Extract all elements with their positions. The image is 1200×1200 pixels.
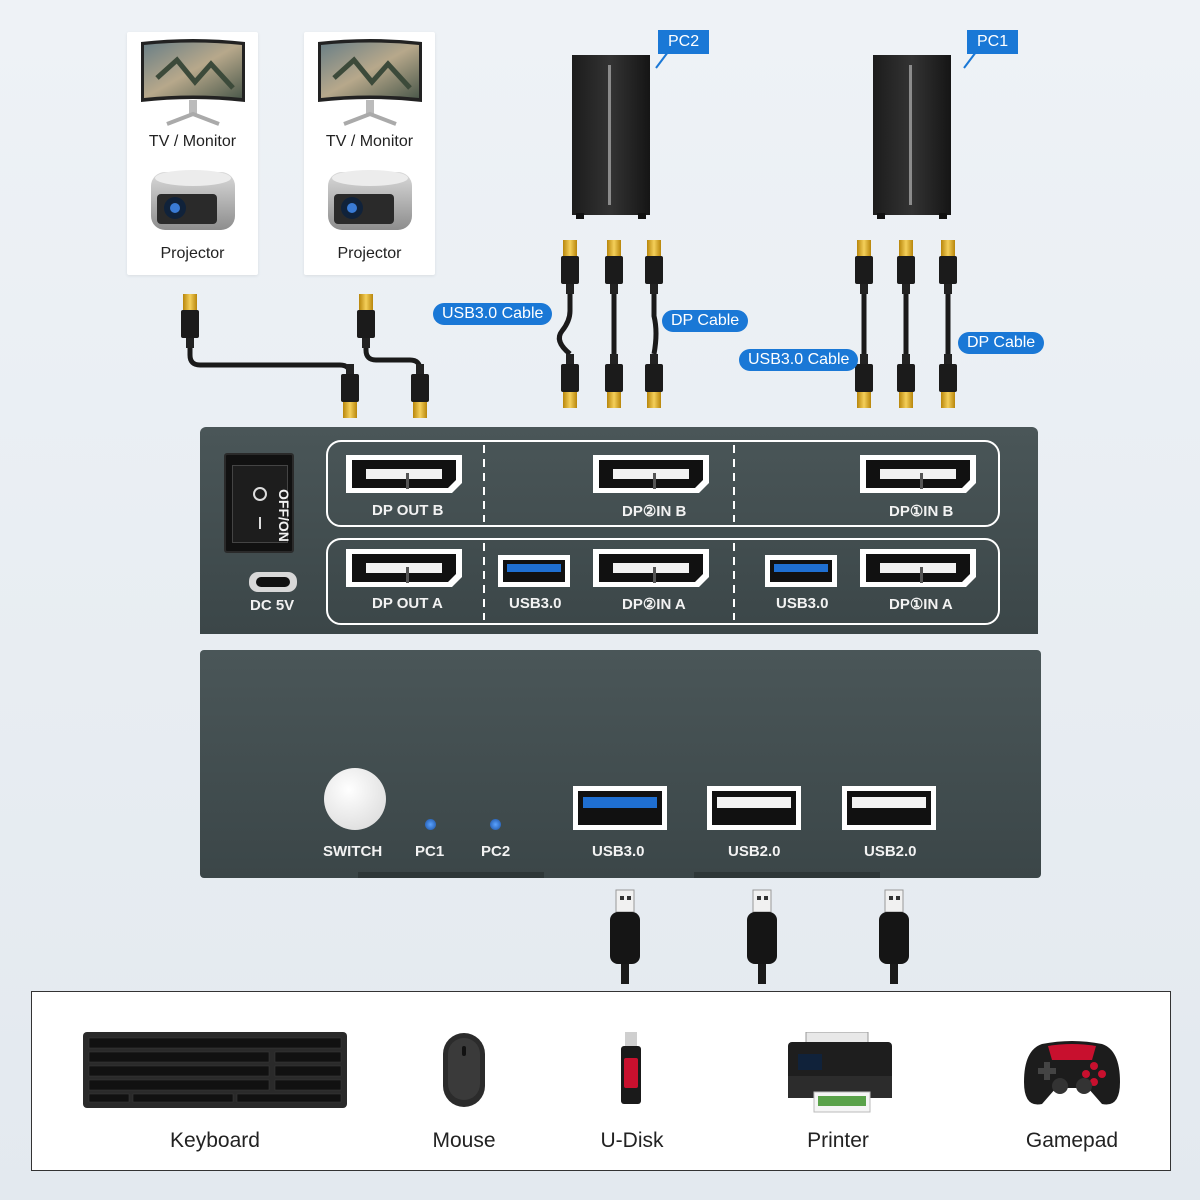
dp2-in-a-label: DP②IN A bbox=[622, 596, 686, 613]
monitor-label: TV / Monitor bbox=[325, 133, 414, 150]
projector-label: Projector bbox=[160, 245, 225, 262]
front-usb20-label-2: USB2.0 bbox=[864, 843, 917, 860]
dp-cable-tag-pc2: DP Cable bbox=[662, 310, 749, 332]
dp2-in-b-port[interactable] bbox=[593, 455, 713, 497]
switch-label: SWITCH bbox=[323, 843, 383, 860]
dp-out-b-port[interactable] bbox=[346, 455, 466, 497]
front-usb20-port-2[interactable] bbox=[842, 786, 936, 830]
front-panel: SWITCH PC1 PC2 USB3.0 USB2.0 USB2.0 bbox=[200, 650, 1041, 878]
pc2-led bbox=[490, 819, 501, 830]
usb30-port-pc1[interactable] bbox=[765, 555, 837, 587]
dc-jack[interactable] bbox=[249, 572, 297, 592]
rear-panel: OFF/ON DC 5V DP OUT B DP②IN B DP①IN B DP… bbox=[200, 427, 1038, 634]
foot bbox=[694, 872, 880, 878]
usb30-port-pc2[interactable] bbox=[498, 555, 570, 587]
monitor-icon bbox=[141, 39, 245, 126]
pc2-cables bbox=[556, 240, 663, 408]
projector-icon bbox=[328, 170, 412, 230]
power-symbol-icon bbox=[253, 487, 267, 529]
usb-cable-tag-pc2: USB3.0 Cable bbox=[433, 303, 553, 325]
dp1-in-a-port[interactable] bbox=[860, 549, 980, 591]
pc1-led-label: PC1 bbox=[415, 843, 445, 860]
gamepad-icon bbox=[1024, 1041, 1120, 1105]
u-disk-label: U-Disk bbox=[600, 1129, 664, 1152]
port-group-outlines bbox=[326, 440, 1000, 625]
pc1-led bbox=[425, 819, 436, 830]
dp-cable-tag-pc1: DP Cable bbox=[958, 332, 1045, 354]
projector-icon bbox=[151, 170, 235, 230]
dp-out-a-port[interactable] bbox=[346, 549, 466, 591]
front-usb30-label: USB3.0 bbox=[592, 843, 645, 860]
display-card-b: TV / Monitor Projector bbox=[127, 32, 258, 275]
power-switch[interactable] bbox=[224, 453, 294, 553]
usb-plug-cable bbox=[746, 889, 778, 985]
usb-plug-cable bbox=[609, 889, 641, 985]
pc2-tag-pointer bbox=[655, 51, 669, 69]
dp-out-b-label: DP OUT B bbox=[372, 502, 444, 519]
monitor-label: TV / Monitor bbox=[148, 133, 237, 150]
dp2-in-a-port[interactable] bbox=[593, 549, 713, 591]
projector-label: Projector bbox=[337, 245, 402, 262]
printer-label: Printer bbox=[807, 1129, 869, 1152]
dp1-in-b-port[interactable] bbox=[860, 455, 980, 497]
mouse-label: Mouse bbox=[432, 1129, 496, 1152]
front-usb20-port-1[interactable] bbox=[707, 786, 801, 830]
dp-out-a-label: DP OUT A bbox=[372, 595, 443, 612]
printer-icon bbox=[788, 1032, 892, 1113]
pc-tower-icon bbox=[572, 55, 650, 219]
front-usb30-port[interactable] bbox=[573, 786, 667, 830]
gamepad-label: Gamepad bbox=[1025, 1129, 1119, 1152]
usb30-label-pc2: USB3.0 bbox=[509, 595, 562, 612]
usb30-label-pc1: USB3.0 bbox=[776, 595, 829, 612]
pc1-tag: PC1 bbox=[967, 30, 1019, 54]
dp1-in-a-label: DP①IN A bbox=[889, 596, 953, 613]
switch-button[interactable] bbox=[324, 768, 386, 830]
usb-cable-tag-pc1: USB3.0 Cable bbox=[739, 349, 859, 371]
pc1-tag-pointer bbox=[963, 51, 977, 69]
pc1-cables bbox=[855, 240, 957, 408]
pc2-tag: PC2 bbox=[658, 30, 710, 54]
dp-output-cables bbox=[181, 294, 429, 418]
peripherals-box: Keyboard Mouse U-Disk Printer Gamepad bbox=[31, 991, 1171, 1171]
monitor-icon bbox=[318, 39, 422, 126]
dp1-in-b-label: DP①IN B bbox=[889, 503, 954, 520]
front-usb20-label-1: USB2.0 bbox=[728, 843, 781, 860]
keyboard-icon bbox=[83, 1032, 347, 1108]
usb-plug-cable bbox=[878, 889, 910, 985]
usb-drive-icon bbox=[621, 1032, 641, 1104]
dp2-in-b-label: DP②IN B bbox=[622, 503, 687, 520]
foot bbox=[358, 872, 544, 878]
pc-tower-icon bbox=[873, 55, 951, 219]
pc2-led-label: PC2 bbox=[481, 843, 511, 860]
dc-label: DC 5V bbox=[250, 597, 295, 614]
display-card-a: TV / Monitor Projector bbox=[304, 32, 435, 275]
keyboard-label: Keyboard bbox=[170, 1129, 260, 1152]
mouse-icon bbox=[443, 1033, 485, 1107]
